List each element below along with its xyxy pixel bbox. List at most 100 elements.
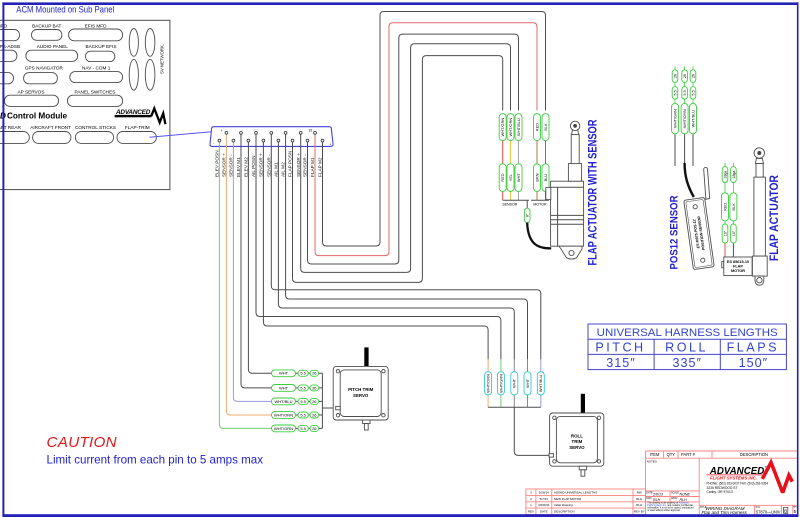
svg-text:26: 26 bbox=[312, 371, 317, 376]
svg-text:WHT/GRN: WHT/GRN bbox=[672, 109, 677, 128]
svg-text:REV: REV bbox=[528, 510, 534, 514]
svg-text:SENSOR -: SENSOR - bbox=[229, 154, 234, 177]
svg-text:GPS NAVIGATOR: GPS NAVIGATOR bbox=[25, 66, 64, 71]
svg-text:or used without written approv: or used without written approval. bbox=[647, 509, 680, 512]
svg-text:RLH: RLH bbox=[680, 498, 688, 502]
svg-text:Limit current from each pin to: Limit current from each pin to 5 amps ma… bbox=[47, 453, 264, 466]
svg-text:WHT: WHT bbox=[525, 378, 530, 387]
svg-text:GPS-ADSB: GPS-ADSB bbox=[0, 44, 20, 49]
svg-text:WHT/ORN: WHT/ORN bbox=[274, 412, 293, 417]
svg-text:5.5: 5.5 bbox=[300, 399, 306, 404]
svg-text:WHT/ORN: WHT/ORN bbox=[486, 374, 491, 393]
svg-text:SV NETWORK.: SV NETWORK. bbox=[159, 44, 164, 74]
svg-text:CAUTION: CAUTION bbox=[47, 434, 117, 451]
svg-text:SENSOR -: SENSOR - bbox=[266, 154, 271, 177]
svg-text:WHT: WHT bbox=[516, 173, 521, 182]
svg-text:ADVANCED: ADVANCED bbox=[709, 466, 765, 477]
svg-text:ELEV M2: ELEV M2 bbox=[244, 157, 249, 177]
svg-text:BLK: BLK bbox=[731, 203, 736, 211]
svg-text:5.5: 5.5 bbox=[691, 90, 695, 95]
svg-text:REV BY: REV BY bbox=[634, 510, 645, 514]
svg-text:WHT: WHT bbox=[279, 385, 289, 390]
svg-text:FLAP ACTUATOR WITH SENSOR: FLAP ACTUATOR WITH SENSOR bbox=[588, 119, 600, 266]
svg-text:WHT/BLU: WHT/BLU bbox=[538, 374, 543, 392]
svg-text:ACM Mounted on Sub Panel: ACM Mounted on Sub Panel bbox=[16, 3, 114, 14]
svg-text:AP SERVOS: AP SERVOS bbox=[18, 89, 45, 94]
svg-text:ROLL: ROLL bbox=[571, 434, 583, 439]
svg-text:ES M975 POS-12: ES M975 POS-12 bbox=[692, 218, 700, 249]
svg-text:PITCH TRIM: PITCH TRIM bbox=[348, 387, 373, 392]
svg-text:TITLE: TITLE bbox=[700, 506, 707, 509]
svg-text:5.5: 5.5 bbox=[300, 412, 306, 417]
svg-text:PHONE: (503) 263-0037 FAX: (: PHONE: (503) 263-0037 FAX: (503) 263-035… bbox=[707, 482, 769, 486]
svg-text:WHT/BLU: WHT/BLU bbox=[516, 118, 521, 136]
svg-text:5.5: 5.5 bbox=[683, 90, 687, 95]
svg-text:FLAP POSN: FLAP POSN bbox=[288, 151, 293, 177]
svg-text:APRV: APRV bbox=[671, 497, 678, 500]
svg-text:CONTROL STICKS: CONTROL STICKS bbox=[75, 125, 116, 130]
svg-text:5.5: 5.5 bbox=[300, 371, 306, 376]
svg-text:150″: 150″ bbox=[739, 356, 768, 370]
svg-text:TRIM: TRIM bbox=[572, 439, 583, 444]
svg-text:WHT: WHT bbox=[279, 371, 289, 376]
svg-text:WHT/ORN: WHT/ORN bbox=[508, 118, 513, 137]
svg-text:POS12 SENSOR: POS12 SENSOR bbox=[669, 195, 681, 269]
svg-text:NONE: NONE bbox=[680, 492, 691, 496]
svg-text:3: 3 bbox=[530, 491, 532, 495]
svg-text:SENSOR: SENSOR bbox=[502, 202, 518, 206]
svg-text:5/28/14: 5/28/14 bbox=[539, 491, 549, 495]
svg-text:AIL M1: AIL M1 bbox=[274, 162, 279, 177]
svg-text:FLAP-TRIM: FLAP-TRIM bbox=[125, 125, 150, 130]
svg-text:MOTOR: MOTOR bbox=[533, 202, 547, 206]
svg-text:26: 26 bbox=[312, 385, 317, 390]
svg-text:UNIVERSAL HARNESS LENGTHS: UNIVERSAL HARNESS LENGTHS bbox=[597, 327, 778, 339]
svg-text:18ga: 18ga bbox=[723, 171, 727, 179]
svg-text:5: 5 bbox=[794, 509, 797, 514]
svg-text:Flap and Trim Harness: Flap and Trim Harness bbox=[702, 510, 748, 515]
svg-text:1: 1 bbox=[530, 503, 532, 507]
svg-text:DESCRIPTION: DESCRIPTION bbox=[740, 452, 768, 457]
svg-text:Canby, OR 97013: Canby, OR 97013 bbox=[707, 490, 733, 494]
svg-text:FLAP M2: FLAP M2 bbox=[318, 157, 323, 177]
svg-text:8″: 8″ bbox=[525, 213, 529, 217]
svg-text:WIRING DIAGRAM: WIRING DIAGRAM bbox=[706, 506, 745, 511]
svg-text:RW: RW bbox=[637, 491, 642, 495]
svg-text:RED: RED bbox=[534, 123, 539, 131]
svg-text:10″: 10″ bbox=[732, 230, 736, 236]
svg-text:FLAP M1: FLAP M1 bbox=[310, 157, 315, 177]
svg-text:WHT/BLU: WHT/BLU bbox=[275, 399, 293, 404]
svg-text:This drawing is the property o: This drawing is the property of Advanced bbox=[647, 501, 689, 504]
svg-text:ITEM: ITEM bbox=[650, 452, 660, 457]
svg-text:18ga: 18ga bbox=[732, 171, 736, 179]
svg-text:SCALE: SCALE bbox=[671, 491, 679, 494]
svg-text:FLAPS: FLAPS bbox=[727, 340, 779, 354]
svg-text:PITCH: PITCH bbox=[595, 340, 645, 354]
svg-text:+: + bbox=[221, 129, 223, 133]
svg-text:26: 26 bbox=[312, 412, 317, 417]
svg-text:WHT/GRN: WHT/GRN bbox=[274, 426, 293, 431]
svg-text:26: 26 bbox=[312, 399, 317, 404]
svg-text:AIRCRAFT FRONT: AIRCRAFT FRONT bbox=[30, 125, 71, 130]
svg-text:POSITION SENSOR: POSITION SENSOR bbox=[697, 216, 706, 251]
svg-text:AIL POSN: AIL POSN bbox=[251, 156, 256, 177]
svg-text:EFIS MFD: EFIS MFD bbox=[85, 24, 107, 29]
svg-text:335″: 335″ bbox=[672, 356, 701, 370]
svg-text:AIL M2: AIL M2 bbox=[281, 162, 286, 177]
svg-text:26: 26 bbox=[673, 74, 677, 78]
svg-text:NOTES: NOTES bbox=[647, 460, 657, 464]
svg-text:FLAP ACTUATOR: FLAP ACTUATOR bbox=[769, 174, 781, 261]
svg-text:SENSOR +: SENSOR + bbox=[222, 153, 227, 177]
svg-text:26: 26 bbox=[691, 74, 695, 78]
svg-text:5.5: 5.5 bbox=[300, 385, 306, 390]
svg-text:ROLL: ROLL bbox=[665, 340, 708, 354]
svg-text:B: B bbox=[784, 508, 787, 513]
svg-text:WHT/GRN: WHT/GRN bbox=[500, 118, 505, 137]
svg-text:BLK: BLK bbox=[543, 123, 548, 131]
svg-text:ELEV M1: ELEV M1 bbox=[236, 157, 241, 177]
svg-text:DATE: DATE bbox=[646, 491, 653, 494]
svg-text:57870—UNIV: 57870—UNIV bbox=[756, 509, 781, 515]
svg-text:PANEL SWITCHES: PANEL SWITCHES bbox=[75, 89, 116, 94]
svg-text:NAV - COM 1: NAV - COM 1 bbox=[82, 66, 111, 71]
svg-text:YEL: YEL bbox=[508, 173, 513, 181]
svg-text:15: 15 bbox=[308, 128, 312, 132]
